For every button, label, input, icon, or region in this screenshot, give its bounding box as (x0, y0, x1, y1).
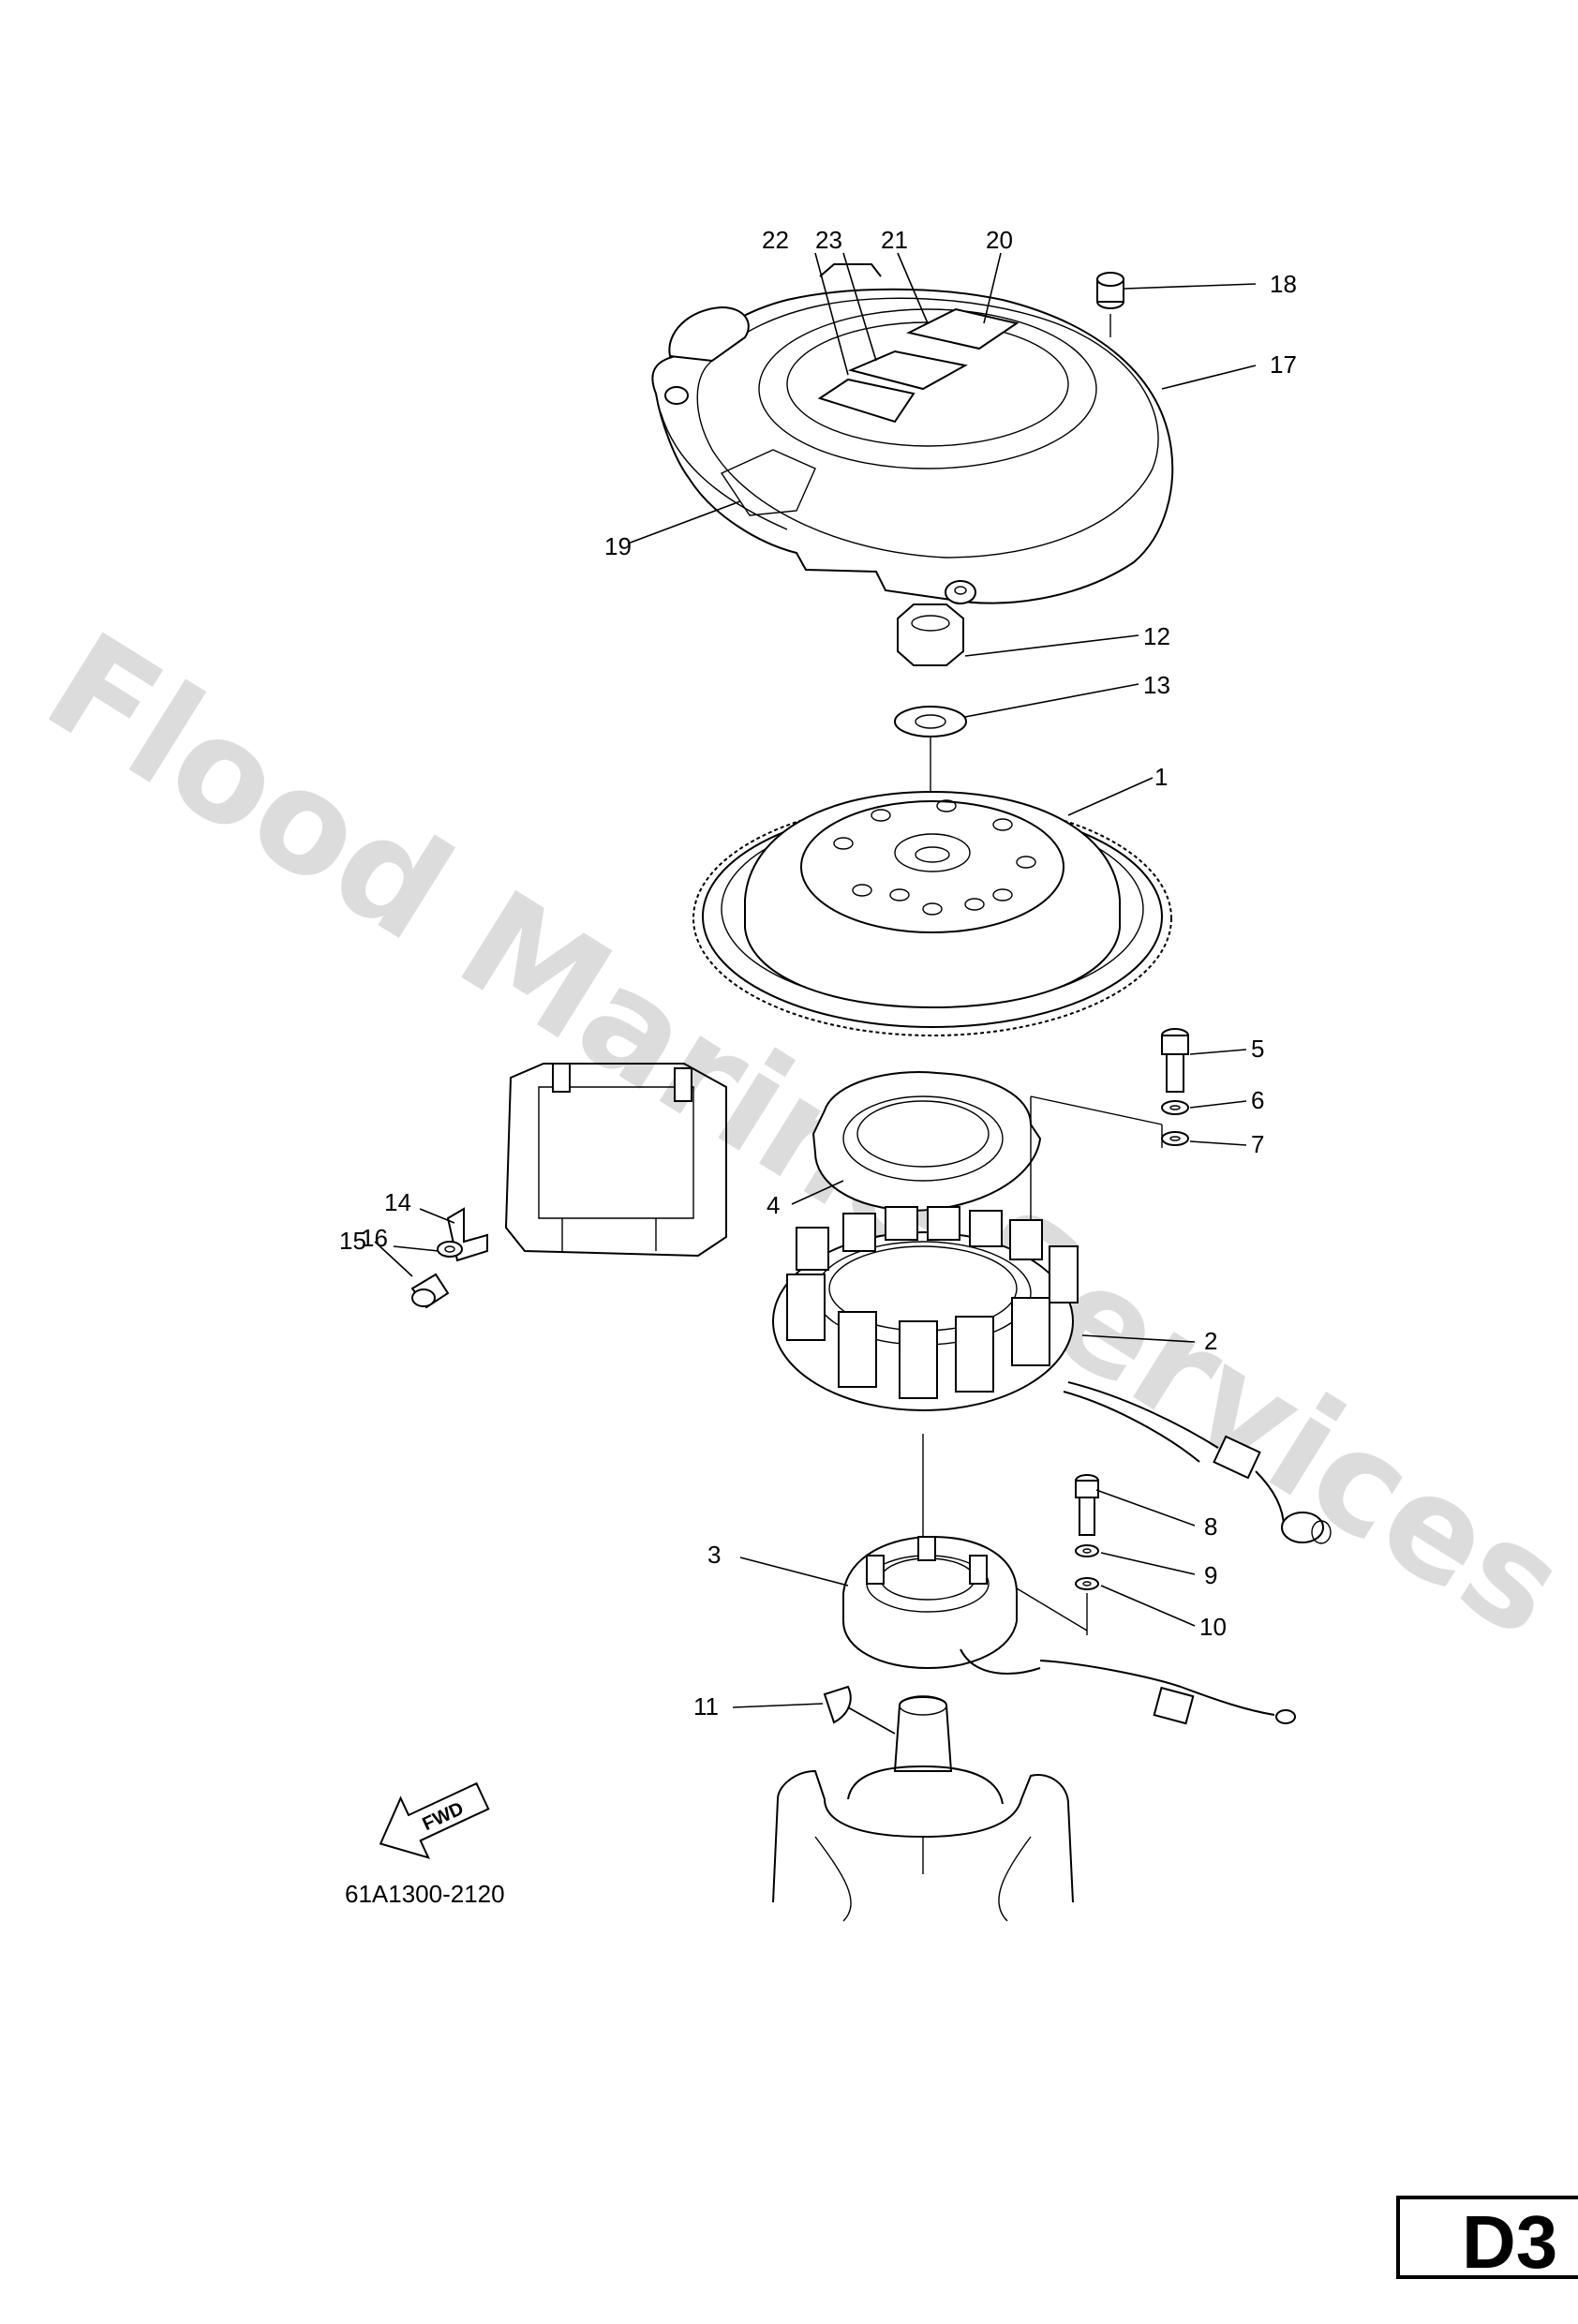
callout-2: 2 (1204, 1327, 1217, 1355)
washer-9 (1075, 1544, 1099, 1557)
screw-15 (410, 1273, 450, 1309)
callout-15: 15 (339, 1227, 366, 1255)
washer-10 (1075, 1577, 1099, 1590)
callout-5: 5 (1251, 1035, 1264, 1063)
callout-1: 1 (1154, 763, 1168, 791)
pulser-coil-base-3 (842, 1535, 1296, 1725)
cdi-unit-outline (504, 1063, 727, 1258)
callout-21: 21 (881, 226, 908, 254)
bolt-8 (1075, 1474, 1099, 1536)
callout-7: 7 (1251, 1130, 1264, 1158)
flywheel-cover (651, 263, 1174, 604)
callout-11: 11 (693, 1692, 719, 1721)
callout-3: 3 (707, 1541, 721, 1569)
grommet-18 (1096, 272, 1124, 337)
callout-numbers: 22 23 21 20 18 17 19 12 13 1 5 6 7 14 16… (339, 226, 1297, 1721)
callout-14: 14 (384, 1188, 411, 1216)
callout-6: 6 (1251, 1086, 1264, 1114)
callout-16: 16 (361, 1224, 388, 1252)
crankshaft-housing (772, 1695, 1074, 1922)
callout-18: 18 (1270, 270, 1297, 298)
washer-6 (1161, 1100, 1189, 1115)
callout-17: 17 (1270, 350, 1297, 379)
stator-plate-4 (811, 1071, 1042, 1213)
washer-16 (437, 1241, 463, 1258)
stator-2 (772, 1206, 1332, 1544)
callout-22: 22 (762, 226, 789, 254)
bolt-5 (1161, 1028, 1189, 1093)
callout-19: 19 (604, 532, 632, 560)
page-tag-text: D3 (1462, 2200, 1557, 2284)
watermark-text: Flood Marine Services (20, 603, 1578, 1669)
callout-12: 12 (1143, 622, 1170, 650)
callout-8: 8 (1204, 1512, 1217, 1541)
washer-13 (894, 706, 967, 737)
callout-23: 23 (815, 226, 842, 254)
callout-10: 10 (1199, 1613, 1227, 1641)
washer-7 (1161, 1131, 1189, 1146)
callout-9: 9 (1204, 1561, 1217, 1589)
callout-4: 4 (767, 1191, 780, 1219)
forward-direction-arrow: FWD (379, 1781, 490, 1859)
page-tag: D3 (1396, 2196, 1578, 2284)
callout-20: 20 (986, 226, 1013, 254)
callout-13: 13 (1143, 671, 1170, 699)
diagram-code: 61A1300-2120 (345, 1880, 505, 1908)
leader-lines (374, 252, 1257, 1708)
flywheel-nut-12 (897, 603, 964, 666)
flywheel-1 (692, 790, 1172, 1036)
woodruff-key-11 (823, 1685, 852, 1724)
